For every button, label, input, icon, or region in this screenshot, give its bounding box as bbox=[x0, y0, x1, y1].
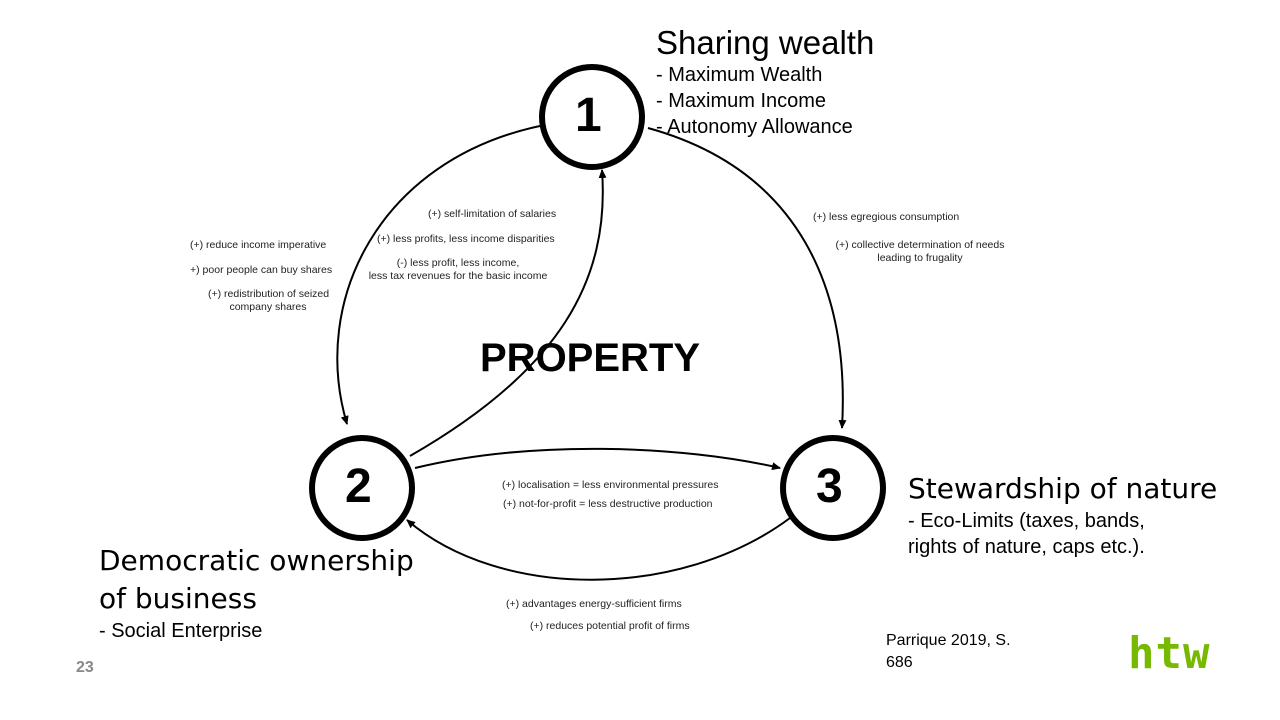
edge-label: (+) localisation = less environmental pr… bbox=[502, 479, 719, 491]
node-2-item: - Social Enterprise bbox=[99, 620, 263, 642]
node-3-text: Stewardship of nature - Eco-Limits (taxe… bbox=[908, 470, 1217, 560]
node-1-circle bbox=[539, 64, 645, 170]
node-3-title: Stewardship of nature bbox=[908, 472, 1218, 505]
node-1-item: - Maximum Income bbox=[656, 90, 827, 112]
node-1-item: - Maximum Wealth bbox=[656, 64, 823, 86]
edge-label-line: leading to frugality bbox=[877, 252, 963, 264]
node-2-title: of business bbox=[99, 582, 257, 615]
node-1-text: Sharing wealth - Maximum Wealth - Maximu… bbox=[656, 24, 874, 140]
arrow-1-to-3 bbox=[647, 127, 847, 429]
node-1-title: Sharing wealth bbox=[656, 24, 875, 61]
node-2-number: 2 bbox=[345, 460, 372, 513]
edge-label: (+) self-limitation of salaries bbox=[428, 208, 557, 220]
node-3-item: - Eco-Limits (taxes, bands, bbox=[908, 510, 1145, 532]
edge-label-line: company shares bbox=[229, 301, 307, 313]
node-2-circle bbox=[309, 435, 415, 541]
node-3-circle bbox=[780, 435, 886, 541]
slide-number: 23 bbox=[76, 659, 94, 676]
citation-line: Parrique 2019, S. bbox=[886, 632, 1011, 649]
edge-label-line: (+) redistribution of seized bbox=[208, 288, 330, 300]
edge-label: (+) collective determination of needs le… bbox=[835, 239, 1005, 265]
htw-logo: htw bbox=[1128, 628, 1211, 679]
edge-label: (+) less egregious consumption bbox=[813, 211, 960, 223]
edge-label: (+) reduces potential profit of firms bbox=[530, 620, 690, 632]
edge-label: (+) less profits, less income disparitie… bbox=[377, 233, 555, 245]
node-3-number: 3 bbox=[816, 460, 843, 513]
node-3-item: rights of nature, caps etc.). bbox=[908, 536, 1145, 558]
edge-label: (+) not-for-profit = less destructive pr… bbox=[503, 498, 713, 510]
center-label: PROPERTY bbox=[480, 336, 701, 380]
edge-label: (+) redistribution of seized company sha… bbox=[208, 288, 330, 314]
edge-label-line: less tax revenues for the basic income bbox=[368, 270, 548, 282]
edge-label: (+) reduce income imperative bbox=[190, 239, 327, 251]
citation-line: 686 bbox=[886, 654, 913, 671]
node-1-number: 1 bbox=[575, 89, 602, 142]
edge-label: (-) less profit, less income, less tax r… bbox=[368, 257, 548, 283]
node-2-text: Democratic ownership of business - Socia… bbox=[99, 542, 414, 644]
citation: Parrique 2019, S. 686 bbox=[886, 630, 1011, 674]
node-1-item: - Autonomy Allowance bbox=[656, 116, 853, 138]
edge-label: +) poor people can buy shares bbox=[190, 264, 333, 276]
node-2-title: Democratic ownership bbox=[99, 544, 414, 577]
edge-label-line: (+) collective determination of needs bbox=[835, 239, 1005, 251]
edge-label: (+) advantages energy-sufficient firms bbox=[506, 598, 682, 610]
arrow-3-to-2 bbox=[406, 517, 791, 581]
edge-label-line: (-) less profit, less income, bbox=[396, 257, 520, 269]
arrow-2-to-1 bbox=[409, 169, 607, 457]
arrow-2-to-3 bbox=[414, 447, 781, 471]
arrow-1-to-2 bbox=[336, 125, 541, 425]
